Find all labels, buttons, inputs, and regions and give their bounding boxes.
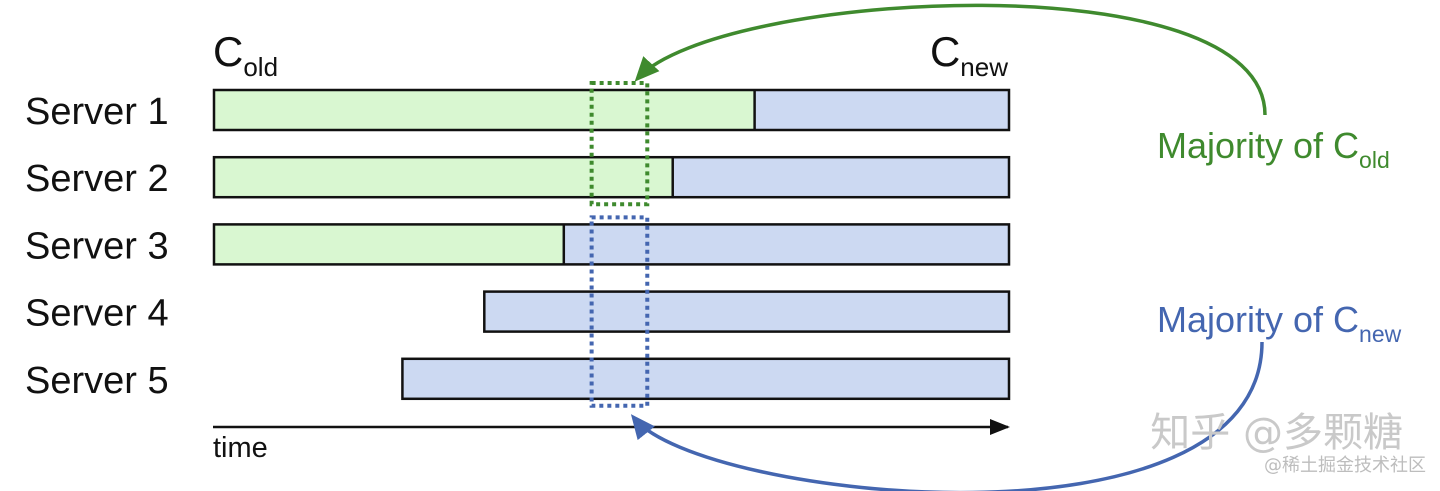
server-label: Server 1 <box>25 91 169 133</box>
server-labels: Server 1 Server 2 Server 3 Server 4 Server 5 <box>25 91 169 402</box>
watermark-main: 知乎 @多颗糖 <box>1150 410 1403 456</box>
bar-outline <box>212 155 1011 199</box>
server-bars <box>212 88 1011 401</box>
bar-segment-old <box>214 90 755 130</box>
majority-old-arrow <box>634 3 1267 116</box>
c-new-label: Cnew <box>930 28 1008 82</box>
bar-outline <box>212 223 1011 266</box>
bar-outline <box>212 88 1011 132</box>
server-label: Server 3 <box>25 225 169 267</box>
bar-segment-new <box>754 90 1009 130</box>
bar-outline <box>483 290 1011 333</box>
majority-old-label: Majority of Cold <box>1157 125 1390 173</box>
watermark-small: @稀土掘金技术社区 <box>1264 455 1426 476</box>
server-label: Server 4 <box>25 293 169 335</box>
majority-new-dotted-box <box>589 215 650 408</box>
time-label: time <box>213 432 268 464</box>
majority-new-arrow <box>630 341 1264 491</box>
server-label: Server 2 <box>25 158 169 200</box>
c-old-label: Cold <box>213 28 278 82</box>
bar-segment-new <box>484 291 1009 332</box>
bar-segment-old <box>214 157 673 198</box>
bar-segment-new <box>402 358 1009 399</box>
majority-new-label: Majority of Cnew <box>1157 299 1402 347</box>
server-label: Server 5 <box>25 360 169 402</box>
bar-segment-old <box>214 224 564 265</box>
majority-old-dotted-box <box>589 81 650 207</box>
bar-outline <box>401 357 1011 401</box>
bar-segment-new <box>563 224 1009 265</box>
bar-segment-new <box>672 157 1009 198</box>
